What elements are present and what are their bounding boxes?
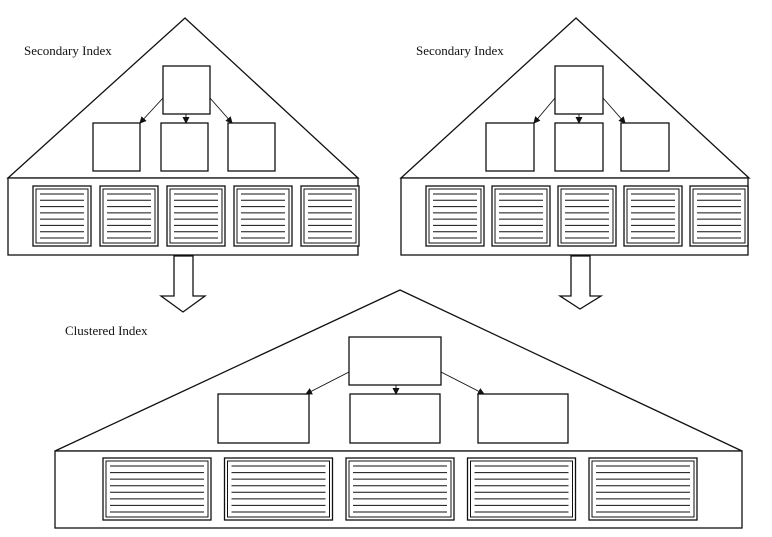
left-data-page-2	[99, 185, 159, 247]
clustered-arrow-1	[305, 371, 350, 395]
clustered-arrow-3	[440, 371, 485, 395]
clustered-data-page-1	[102, 457, 212, 521]
clustered-data-page-3	[345, 457, 455, 521]
clustered-data-page-5	[588, 457, 698, 521]
right-tree-label: Secondary Index	[416, 43, 504, 58]
left-child-node-3	[227, 122, 276, 172]
left-root-node	[162, 65, 211, 115]
right-secondary-index-tree: Secondary Index	[399, 17, 751, 256]
right-data-page-2	[491, 185, 551, 247]
clustered-leaf-pages	[102, 457, 698, 521]
clustered-data-page-4	[466, 457, 577, 521]
right-leaf-pages	[425, 185, 749, 247]
right-data-page-1	[425, 185, 485, 247]
clustered-tree-label: Clustered Index	[65, 323, 148, 338]
clustered-data-page-2	[223, 457, 334, 521]
left-tree-label: Secondary Index	[24, 43, 112, 58]
clustered-index-tree: Clustered Index	[54, 289, 743, 529]
left-data-page-1	[32, 185, 92, 247]
right-arrow-1	[533, 97, 556, 124]
left-arrow-3	[209, 97, 233, 124]
left-child-node-2	[160, 122, 209, 172]
left-down-arrow	[159, 255, 207, 313]
right-data-page-3	[557, 185, 617, 247]
left-arrow-1	[139, 97, 164, 124]
right-child-node-3	[620, 122, 670, 172]
right-child-node-1	[485, 122, 535, 172]
left-data-page-5	[300, 185, 360, 247]
left-child-node-1	[92, 122, 141, 172]
right-data-page-4	[623, 185, 683, 247]
clustered-child-node-2	[349, 393, 441, 444]
left-leaf-pages	[32, 185, 360, 247]
right-child-node-2	[554, 122, 604, 172]
left-data-page-4	[233, 185, 293, 247]
left-data-page-3	[166, 185, 226, 247]
left-secondary-index-tree: Secondary Index	[6, 17, 360, 256]
right-arrow-3	[602, 97, 626, 124]
right-root-node	[554, 65, 604, 115]
clustered-child-node-1	[217, 393, 310, 444]
right-data-page-5	[689, 185, 749, 247]
clustered-child-node-3	[477, 393, 569, 444]
clustered-root-node	[348, 336, 442, 386]
right-down-arrow	[557, 255, 604, 310]
